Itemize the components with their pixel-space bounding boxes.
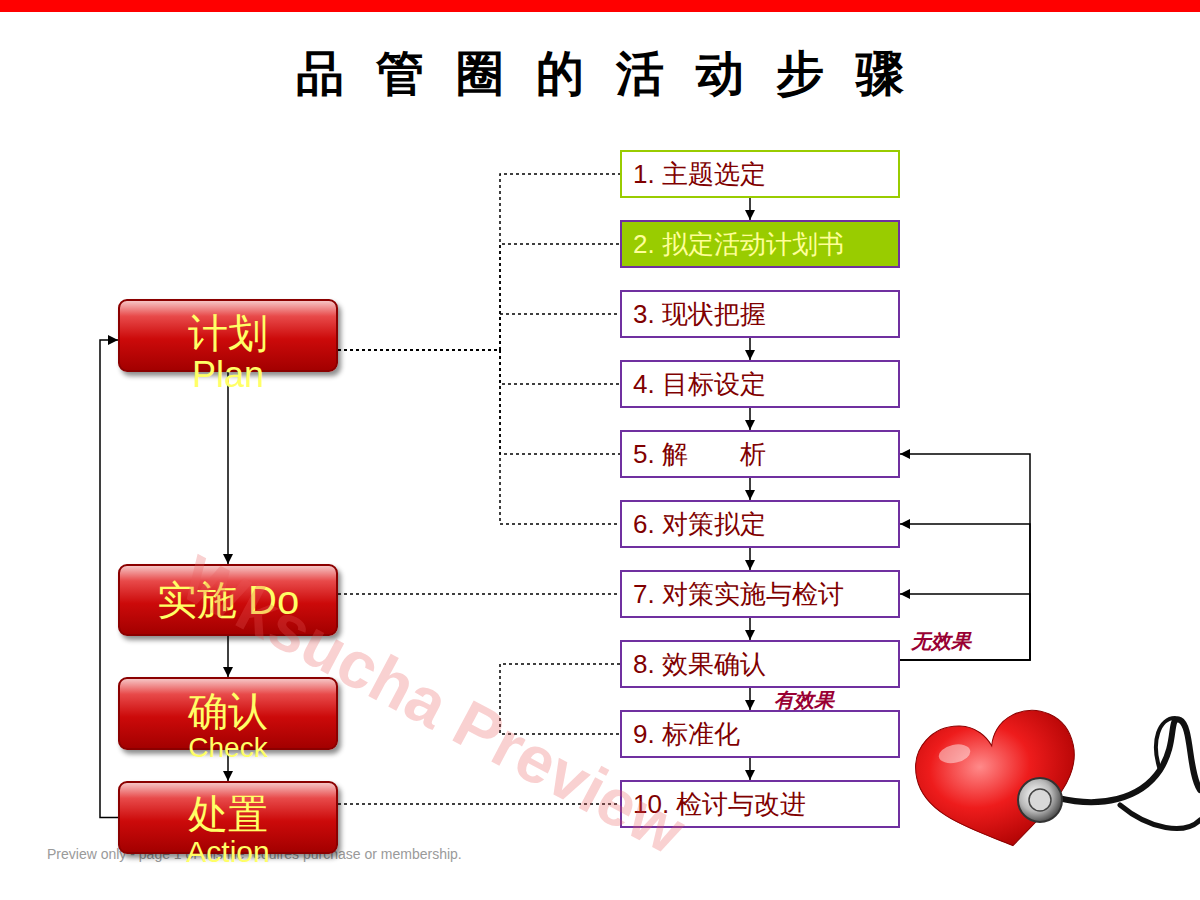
flow-arrow (900, 594, 1030, 660)
dashed-connector (338, 803, 620, 805)
process-step-box: 9. 标准化 (620, 710, 900, 758)
step-label: 9. 标准化 (633, 712, 898, 756)
flow-arrow (100, 340, 118, 818)
phase-label: 实施 Do (120, 578, 336, 622)
dashed-connector (338, 244, 620, 350)
flow-arrow (900, 524, 1030, 660)
edge-label: 有效果 (774, 687, 834, 714)
dashed-connector (338, 593, 620, 595)
process-step-box: 2. 拟定活动计划书 (620, 220, 900, 268)
dashed-connector (338, 350, 620, 384)
process-step-box: 7. 对策实施与检讨 (620, 570, 900, 618)
dashed-connector (338, 314, 620, 350)
pdca-phase-box: 计划Plan (118, 299, 338, 372)
phase-label: 确认 (120, 689, 336, 733)
step-label: 10. 检讨与改进 (633, 782, 898, 826)
step-label: 3. 现状把握 (633, 292, 898, 336)
dashed-connector (338, 350, 620, 524)
step-label: 2. 拟定活动计划书 (633, 222, 898, 266)
chestpiece (1018, 778, 1062, 822)
phase-label: Check (120, 733, 336, 763)
process-step-box: 5. 解 析 (620, 430, 900, 478)
flow-arrow (749, 758, 751, 780)
step-label: 5. 解 析 (633, 432, 898, 476)
flow-arrow (749, 618, 751, 640)
stethoscope (1058, 718, 1200, 828)
process-step-box: 4. 目标设定 (620, 360, 900, 408)
process-step-box: 1. 主题选定 (620, 150, 900, 198)
flow-arrow (227, 636, 229, 677)
flow-arrow (749, 338, 751, 360)
process-step-box: 6. 对策拟定 (620, 500, 900, 548)
slide-title: 品管圈的活动步骤 (0, 44, 1200, 104)
phase-label: 处置 (120, 792, 336, 836)
flow-arrow (227, 372, 229, 564)
pdca-phase-box: 处置Action (118, 781, 338, 854)
phase-label: Plan (120, 355, 336, 395)
phase-label: 计划 (120, 311, 336, 355)
step-label: 6. 对策拟定 (633, 502, 898, 546)
top-bar (0, 0, 1200, 12)
chestpiece-center (1029, 789, 1051, 811)
flow-arrow (227, 750, 229, 781)
edge-label: 无效果 (911, 628, 971, 655)
flow-arrow (749, 198, 751, 220)
heart-shape (908, 703, 1091, 863)
step-label: 8. 效果确认 (633, 642, 898, 686)
phase-label: Action (120, 836, 336, 868)
step-label: 7. 对策实施与检讨 (633, 572, 898, 616)
flow-arrow (749, 408, 751, 430)
pdca-phase-box: 确认Check (118, 677, 338, 750)
dashed-connector (338, 174, 620, 350)
flow-arrow (749, 688, 751, 710)
pdca-phase-box: 实施 Do (118, 564, 338, 636)
process-step-box: 8. 效果确认 (620, 640, 900, 688)
flow-arrow (749, 548, 751, 570)
dashed-connector (500, 664, 620, 734)
flow-arrow (900, 454, 1030, 660)
step-label: 4. 目标设定 (633, 362, 898, 406)
dashed-connector (338, 350, 620, 454)
flow-arrow (749, 478, 751, 500)
process-step-box: 10. 检讨与改进 (620, 780, 900, 828)
process-step-box: 3. 现状把握 (620, 290, 900, 338)
step-label: 1. 主题选定 (633, 152, 898, 196)
